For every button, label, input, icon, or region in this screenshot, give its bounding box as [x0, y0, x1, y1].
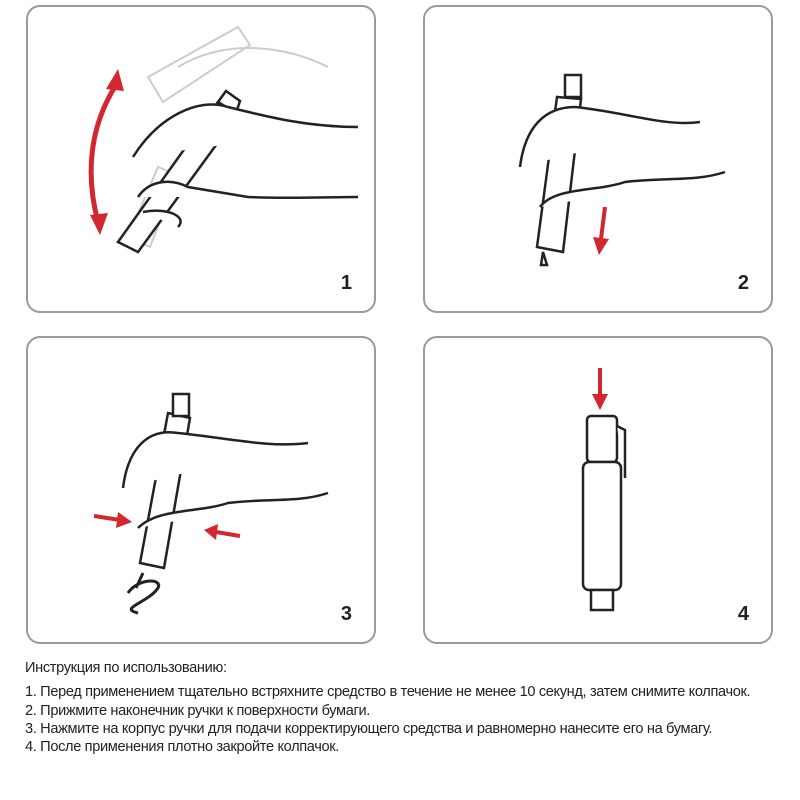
squeeze-arrow-left-icon: [116, 512, 132, 528]
squeeze-arrow-right-icon: [204, 524, 218, 540]
down-arrow-icon: [592, 394, 608, 410]
step-1-panel: 1: [26, 5, 376, 313]
shake-arrow-icon: [88, 80, 121, 223]
instructions-heading: Инструкция по использованию:: [25, 660, 227, 676]
close-cap-illustration: [581, 368, 627, 612]
step-2-panel: 2: [423, 5, 773, 313]
step-number: 3: [340, 603, 352, 625]
step-4-panel: 4: [423, 336, 773, 644]
instruction-item: 1. Перед применением тщательно встряхнит…: [25, 684, 751, 701]
instruction-item: 2. Прижмите наконечник ручки к поверхнос…: [25, 702, 370, 719]
down-arrow-icon: [593, 237, 609, 255]
step-number: 1: [340, 272, 352, 294]
squeeze-pen-illustration: [93, 392, 329, 615]
instruction-item: 3. Нажмите на корпус ручки для подачи ко…: [25, 720, 713, 737]
press-tip-illustration: [518, 73, 726, 267]
step-3-panel: 3: [26, 336, 376, 644]
instruction-item: 4. После применения плотно закройте колп…: [25, 739, 340, 756]
instructions: Инструкция по использованию: 1. Перед пр…: [25, 659, 795, 756]
shake-pen-illustration: [88, 25, 359, 254]
step-number: 4: [737, 603, 749, 625]
step-number: 2: [737, 272, 749, 294]
